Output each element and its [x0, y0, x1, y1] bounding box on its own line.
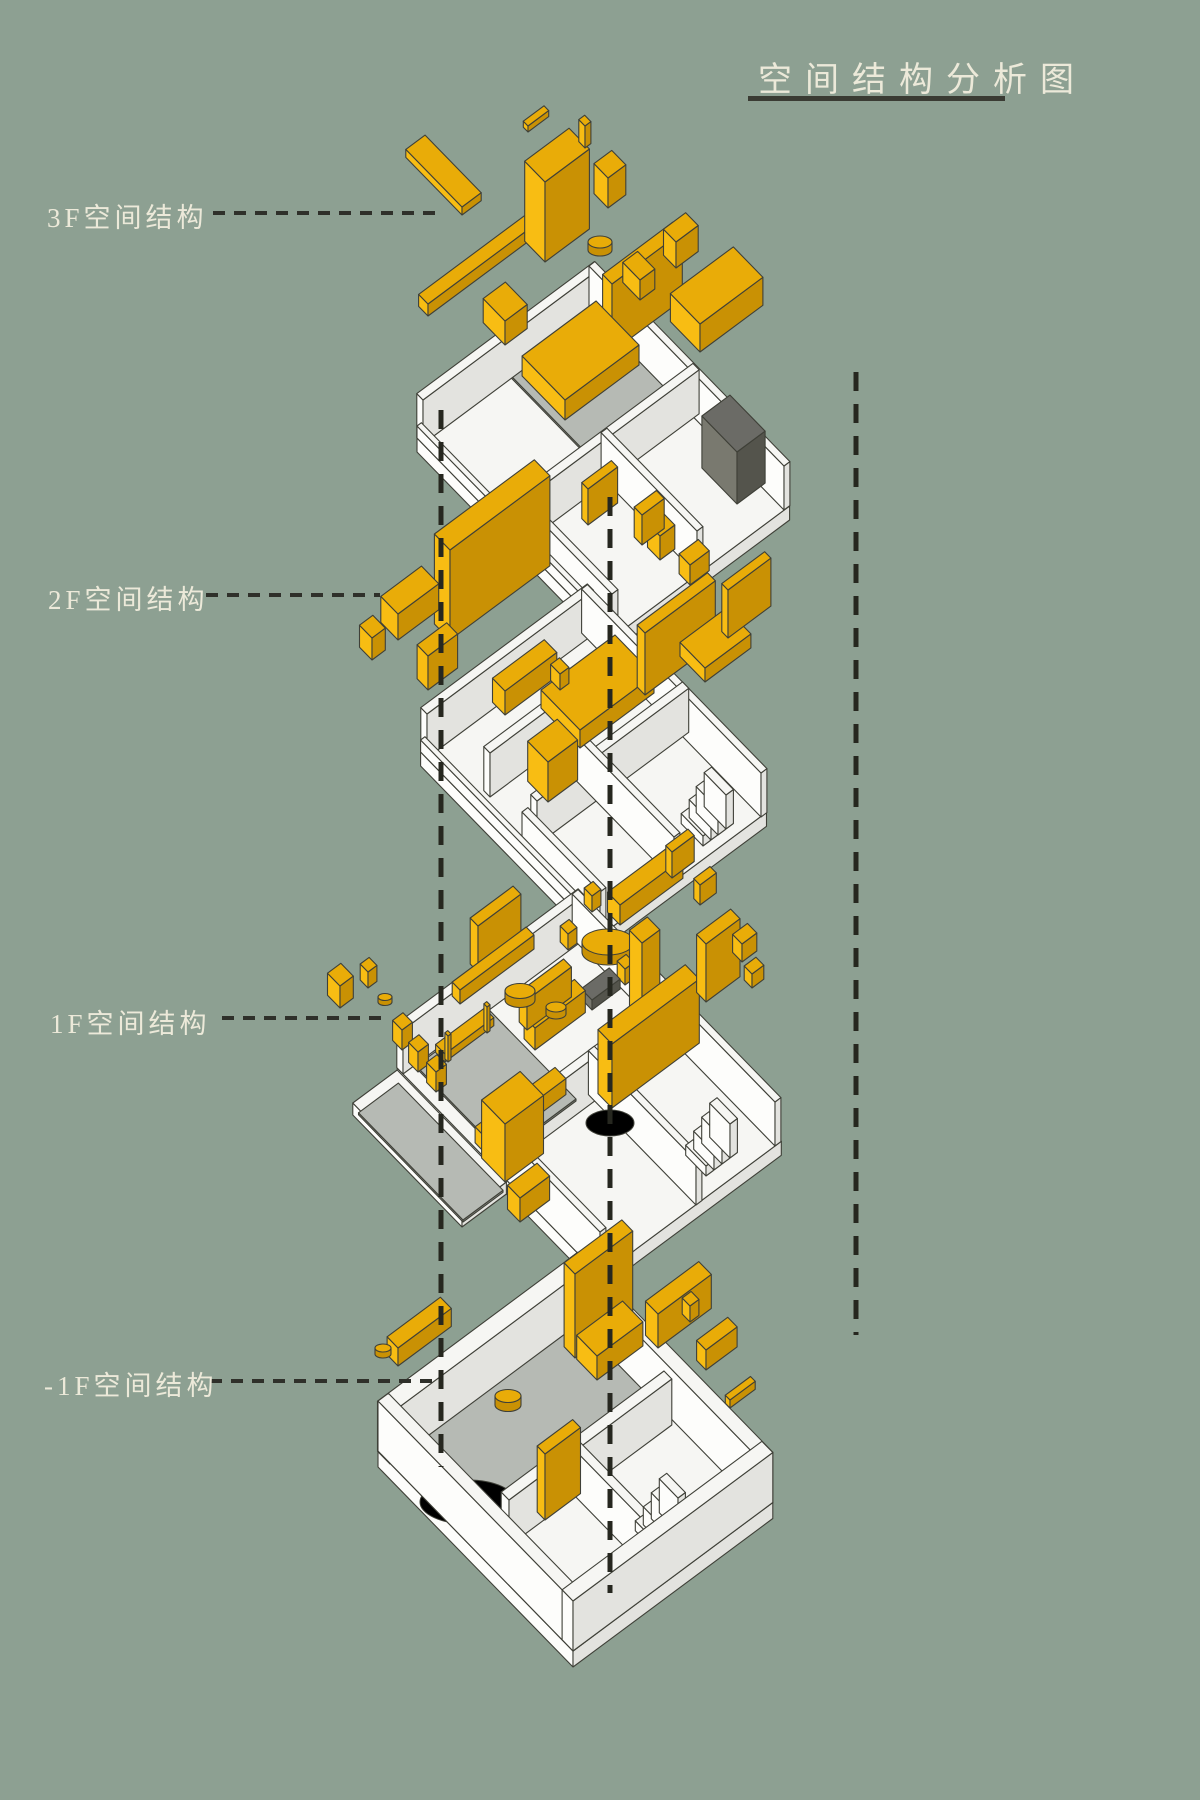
furniture-block-1f	[504, 982, 536, 1000]
furniture-block-1f	[392, 1012, 413, 1031]
furniture-cluster--1f	[374, 1070, 756, 1413]
plan-element-2f	[703, 766, 734, 796]
furniture-block-2f	[633, 489, 665, 516]
furniture-block-3f	[482, 281, 528, 322]
furniture-block-1f	[377, 992, 393, 1002]
furniture-block--1f	[724, 1375, 756, 1401]
furniture-block--1f	[644, 1261, 712, 1315]
furniture-block-1f	[527, 718, 579, 763]
furniture-block-2f	[721, 583, 729, 639]
furniture-block-1f	[743, 956, 765, 975]
furniture-block-3f	[662, 212, 699, 243]
furniture-block-2f	[416, 622, 459, 657]
furniture-block-1f	[732, 922, 758, 945]
furniture-block-1f	[408, 1034, 429, 1053]
plan-element-3f	[701, 394, 766, 453]
furniture-block--1f	[386, 1296, 452, 1349]
furniture-block-3f	[522, 105, 550, 127]
furniture-block--1f	[563, 1219, 634, 1275]
furniture-block-3f	[593, 149, 627, 179]
furniture-block-3f	[524, 127, 590, 183]
plan-element--1f	[536, 1445, 546, 1521]
furniture-block-1f	[693, 865, 717, 886]
furniture-block-3f	[622, 250, 656, 281]
furniture-block--1f	[576, 1300, 644, 1357]
furniture-block--1f	[563, 1262, 576, 1359]
furniture-block-1f	[447, 1033, 452, 1063]
furniture-block--1f	[494, 1388, 522, 1404]
furniture-block--1f	[506, 1162, 551, 1199]
furniture-block-1f	[359, 956, 378, 973]
plan-element-2f	[725, 788, 734, 830]
furniture-block-2f	[380, 565, 440, 615]
furniture-block-1f	[559, 918, 578, 935]
plan-element-1f	[357, 1082, 504, 1221]
plan-element-1f	[709, 1097, 738, 1125]
furniture-block-3f	[587, 235, 613, 249]
label-2f: 2F空间结构	[48, 585, 209, 615]
furniture-block-3f	[405, 134, 482, 208]
furniture-block-2f	[491, 639, 558, 692]
furniture-block-2f	[358, 614, 386, 639]
furniture-block--1f	[681, 1290, 700, 1307]
furniture-block-1f	[597, 964, 700, 1045]
furniture-block-1f	[444, 1030, 452, 1037]
furniture-block-1f	[665, 828, 695, 853]
furniture-block-2f	[636, 572, 716, 634]
furniture-block-1f	[696, 908, 741, 945]
plan-element--1f	[536, 1419, 582, 1455]
furniture-block-1f	[451, 926, 535, 991]
furniture-cluster-3f	[405, 105, 764, 421]
page-title: 空间结构分析图	[758, 62, 1087, 99]
furniture-block-1f	[469, 885, 522, 927]
label-3f: 3F空间结构	[47, 203, 208, 233]
plan-element--1f	[561, 1440, 774, 1602]
furniture-block-3f	[669, 246, 764, 325]
furniture-block-1f	[583, 880, 602, 897]
plan-element-2f	[521, 807, 607, 893]
plan-element--1f	[658, 1472, 686, 1499]
furniture-block-1f	[486, 1004, 491, 1034]
furniture-block--1f	[481, 1070, 545, 1125]
furniture-block-2f	[721, 551, 772, 591]
furniture-block--1f	[696, 1316, 738, 1351]
label-1f: 1F空间结构	[50, 1009, 211, 1039]
furniture-block-2f	[678, 538, 710, 566]
furniture-block-2f	[581, 460, 619, 490]
furniture-block-1f	[696, 933, 707, 1003]
furniture-block-1f	[326, 962, 354, 987]
plan-element-1f	[774, 1097, 782, 1147]
furniture-block-3f	[578, 114, 592, 127]
plan-element-3f	[783, 461, 791, 511]
furniture-block-2f	[550, 657, 570, 675]
furniture-block-2f	[581, 482, 589, 526]
plan-element-2f	[420, 583, 595, 715]
furniture-block-1f	[545, 1001, 567, 1013]
plan-element-2f	[760, 768, 768, 818]
furniture-block--1f	[374, 1343, 392, 1353]
furniture-block-3f	[521, 300, 640, 401]
title-underline	[748, 96, 1005, 101]
furniture-block-2f	[540, 634, 655, 731]
furniture-block-2f	[636, 624, 646, 696]
plan-element-3f	[600, 427, 704, 532]
furniture-block-1f	[628, 916, 661, 944]
furniture-block-1f	[483, 1001, 491, 1008]
label-minus1f: -1F空间结构	[44, 1371, 218, 1401]
plan-element-1f	[729, 1117, 738, 1159]
plan-element-2f	[483, 746, 491, 798]
